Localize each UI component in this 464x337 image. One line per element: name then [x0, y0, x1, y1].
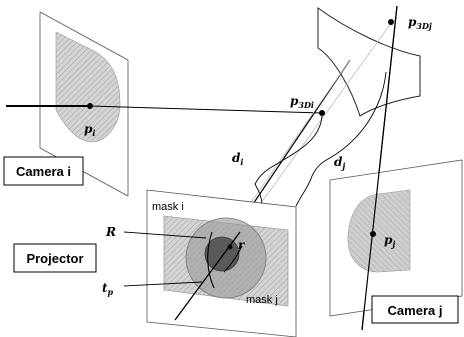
label-dj: dj — [334, 155, 345, 171]
camera-j-plane — [329, 159, 463, 317]
epipolar-arc-small — [223, 245, 243, 273]
label-tp: tp — [102, 281, 114, 297]
label-p3di: p3Di — [290, 94, 314, 110]
point-projector-center — [227, 244, 233, 250]
point-p3dj — [388, 19, 394, 25]
camera-j-label-box: Camera j — [371, 295, 459, 324]
label-r: r — [238, 238, 246, 252]
point-pj — [370, 231, 376, 237]
inner-circle-r — [204, 236, 240, 272]
camera-i-mask-shape — [55, 31, 121, 143]
camera-j-mask-shape — [347, 189, 411, 273]
epipolar-arc — [207, 231, 215, 289]
leader-tp — [123, 281, 203, 287]
brace-dj — [295, 71, 387, 207]
label-pi: pi — [84, 122, 95, 138]
brace-di — [254, 115, 323, 207]
mask-i-label: mask i — [152, 201, 184, 213]
projector-label: Projector — [26, 251, 83, 266]
projector-label-box: Projector — [13, 243, 97, 273]
ray-camera-j-overlay — [361, 5, 398, 331]
point-pi — [87, 103, 93, 109]
label-pj: pj — [384, 233, 395, 249]
projector-plane: mask i mask j — [146, 189, 297, 337]
surface-patch — [317, 7, 421, 117]
leader-R — [123, 231, 207, 239]
point-p3di — [319, 110, 325, 116]
camera-j-label: Camera j — [388, 303, 443, 318]
ray-projector-to-p3dj-ghost — [239, 21, 393, 233]
label-di: di — [232, 151, 243, 167]
label-R: R — [105, 225, 116, 239]
ray-camera-i-to-p3di — [89, 105, 323, 114]
camera-i-label: Camera i — [16, 164, 71, 179]
camera-i-label-box: Camera i — [3, 156, 84, 186]
camera-i-plane — [39, 11, 129, 197]
mask-j-label: mask j — [246, 294, 278, 306]
label-p3dj: p3Dj — [408, 15, 432, 31]
